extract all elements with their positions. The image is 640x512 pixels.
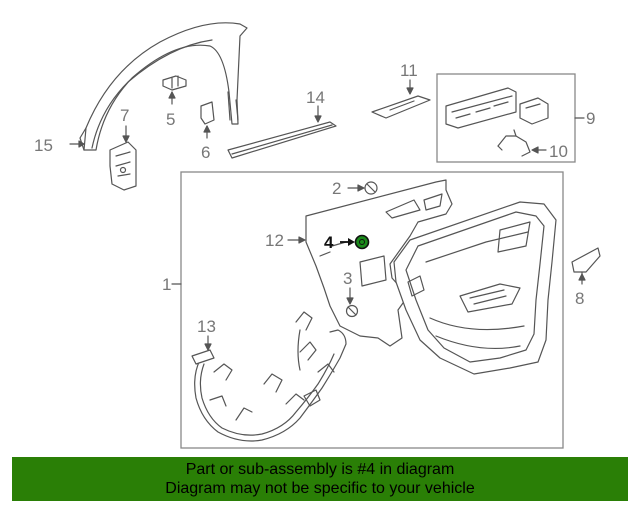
banner-line-2: Diagram may not be specific to your vehi… (165, 480, 475, 497)
callout-9: 9 (586, 109, 595, 128)
part-13-wiring-harness[interactable] (191, 311, 347, 442)
part-1-door-trim-panel-frame[interactable] (171, 171, 564, 449)
part-3-push-pin[interactable] (345, 287, 359, 318)
part-14-belt-molding[interactable] (227, 105, 337, 159)
part-4-highlight (354, 234, 370, 250)
part-2-push-pin[interactable] (347, 181, 378, 195)
info-banner: Part or sub-assembly is #4 in diagram Di… (12, 457, 628, 501)
part-6-trim-cap[interactable] (200, 101, 215, 139)
part-7-bracket[interactable] (109, 125, 137, 191)
callout-15: 15 (34, 136, 53, 155)
part-15-window-frame[interactable] (69, 22, 248, 151)
callout-7: 7 (120, 106, 129, 125)
callout-3: 3 (343, 269, 352, 288)
callout-1: 1 (162, 275, 171, 294)
part-4-retainer-clip[interactable] (340, 234, 370, 250)
part-5-clip[interactable] (162, 75, 187, 105)
callout-5: 5 (166, 110, 175, 129)
part-10-harness-clip[interactable] (497, 129, 547, 157)
callout-14: 14 (306, 88, 325, 107)
callout-6: 6 (201, 143, 210, 162)
callout-2: 2 (332, 179, 341, 198)
callout-11: 11 (400, 61, 418, 80)
part-8-trim-piece[interactable] (571, 247, 601, 285)
callout-10: 10 (549, 142, 568, 161)
banner-line-1: Part or sub-assembly is #4 in diagram (185, 461, 455, 478)
part-1-door-trim-panel[interactable] (393, 201, 557, 375)
callout-8: 8 (575, 289, 584, 308)
callout-12: 12 (265, 231, 284, 250)
part-9-switch-assembly-box[interactable] (436, 73, 585, 163)
callout-4: 4 (324, 233, 334, 252)
callout-13: 13 (197, 317, 216, 336)
part-11-switch-bezel[interactable] (371, 79, 431, 119)
